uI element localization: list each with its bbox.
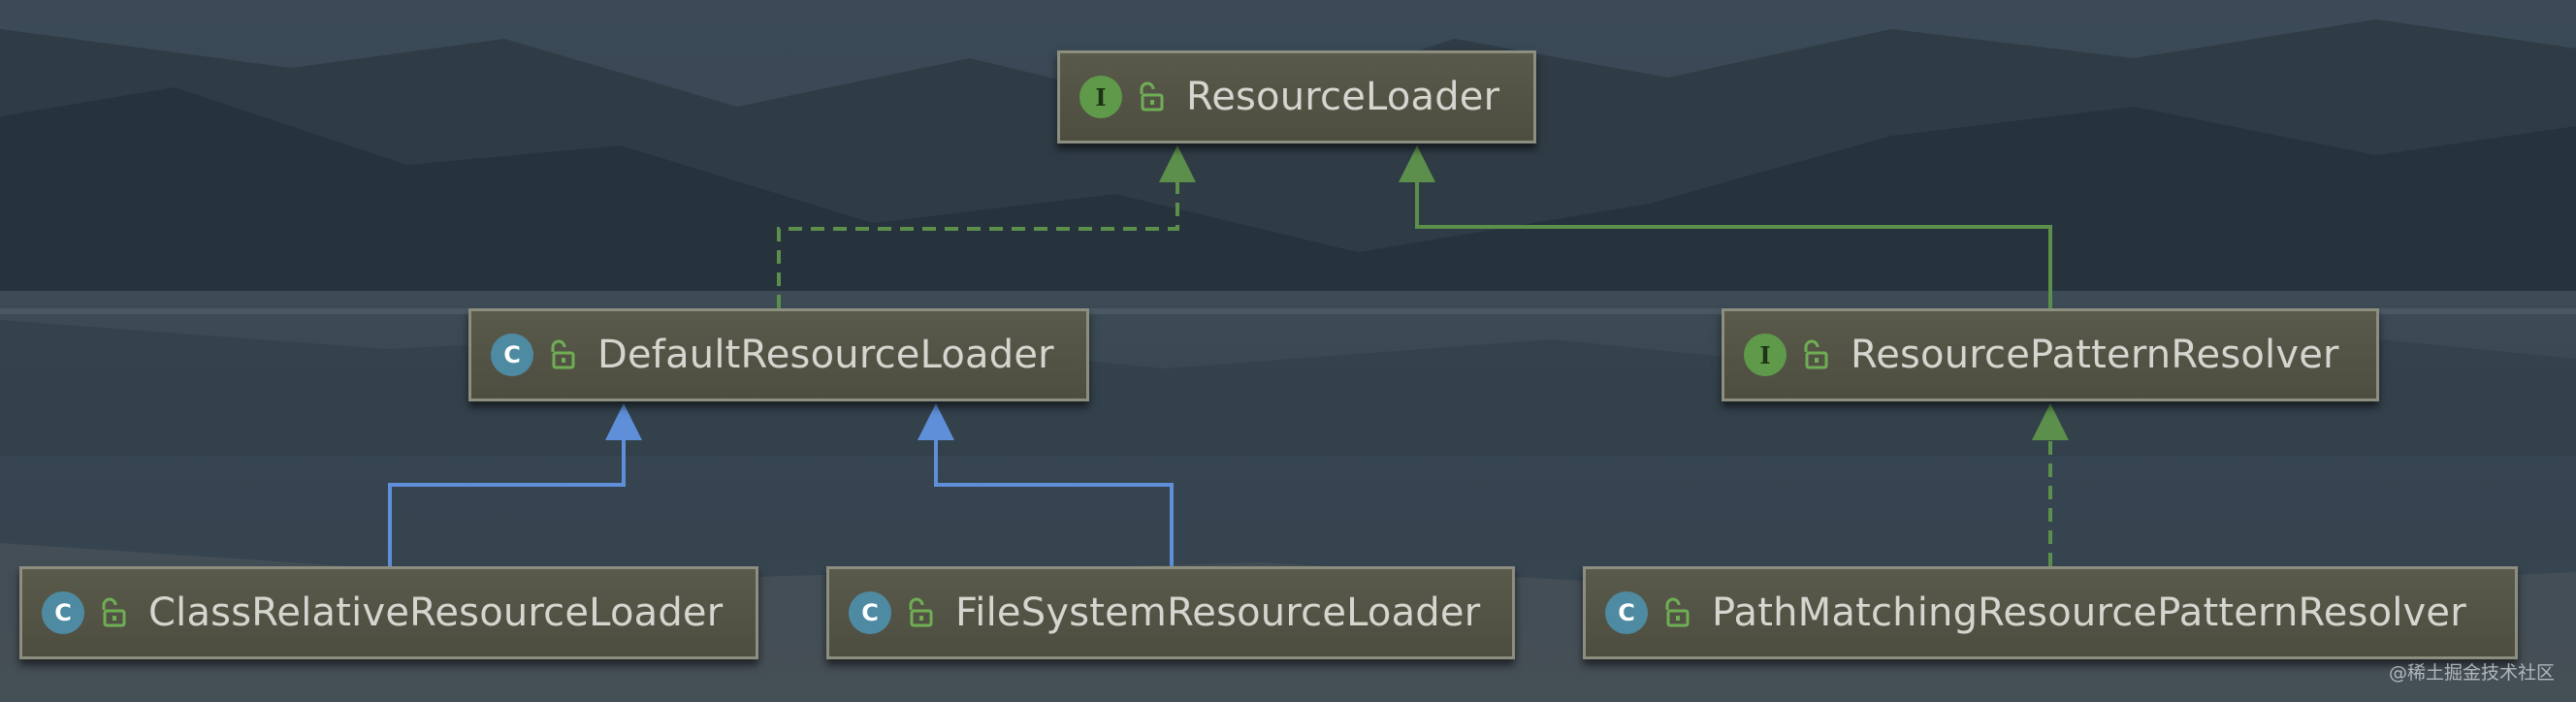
node-file-system-resource-loader[interactable]: C FileSystemResourceLoader [826, 566, 1515, 659]
lock-open-icon [1140, 81, 1164, 112]
class-badge-icon: C [42, 591, 84, 634]
class-badge-icon: C [491, 334, 533, 376]
node-label: ClassRelativeResourceLoader [148, 590, 724, 635]
lock-open-icon [1665, 597, 1690, 627]
edge-implements-default-resource-loader [777, 180, 1179, 308]
watermark: @稀土掘金技术社区 [2388, 662, 2555, 684]
arrow-head-hollow-icon [918, 403, 954, 440]
node-label: DefaultResourceLoader [597, 333, 1054, 377]
lock-open-icon [551, 339, 575, 369]
arrow-head-hollow-icon [2032, 403, 2069, 440]
node-class-relative-resource-loader[interactable]: C ClassRelativeResourceLoader [19, 566, 758, 659]
class-badge-icon: C [1605, 591, 1648, 634]
lock-open-icon [909, 597, 933, 627]
class-badge-icon: C [849, 591, 891, 634]
node-resource-loader[interactable]: I ResourceLoader [1057, 50, 1536, 144]
arrow-head-hollow-icon [605, 403, 642, 440]
node-label: PathMatchingResourcePatternResolver [1712, 590, 2466, 635]
edge-extends-class-relative-resource-loader [388, 438, 626, 566]
node-path-matching-resource-pattern-resolver[interactable]: C PathMatchingResourcePatternResolver [1583, 566, 2518, 659]
interface-badge-icon: I [1744, 334, 1787, 376]
arrow-head-hollow-icon [1399, 145, 1435, 182]
node-default-resource-loader[interactable]: C DefaultResourceLoader [468, 308, 1089, 401]
edge-extends-resource-pattern-resolver [1415, 180, 2052, 308]
node-label: ResourcePatternResolver [1851, 333, 2339, 377]
arrow-head-hollow-icon [1159, 145, 1196, 182]
interface-badge-icon: I [1079, 76, 1122, 118]
lock-open-icon [102, 597, 126, 627]
node-label: FileSystemResourceLoader [955, 590, 1481, 635]
lock-open-icon [1804, 339, 1828, 369]
node-label: ResourceLoader [1186, 75, 1500, 119]
edge-extends-file-system-resource-loader [934, 438, 1174, 566]
node-resource-pattern-resolver[interactable]: I ResourcePatternResolver [1722, 308, 2379, 401]
